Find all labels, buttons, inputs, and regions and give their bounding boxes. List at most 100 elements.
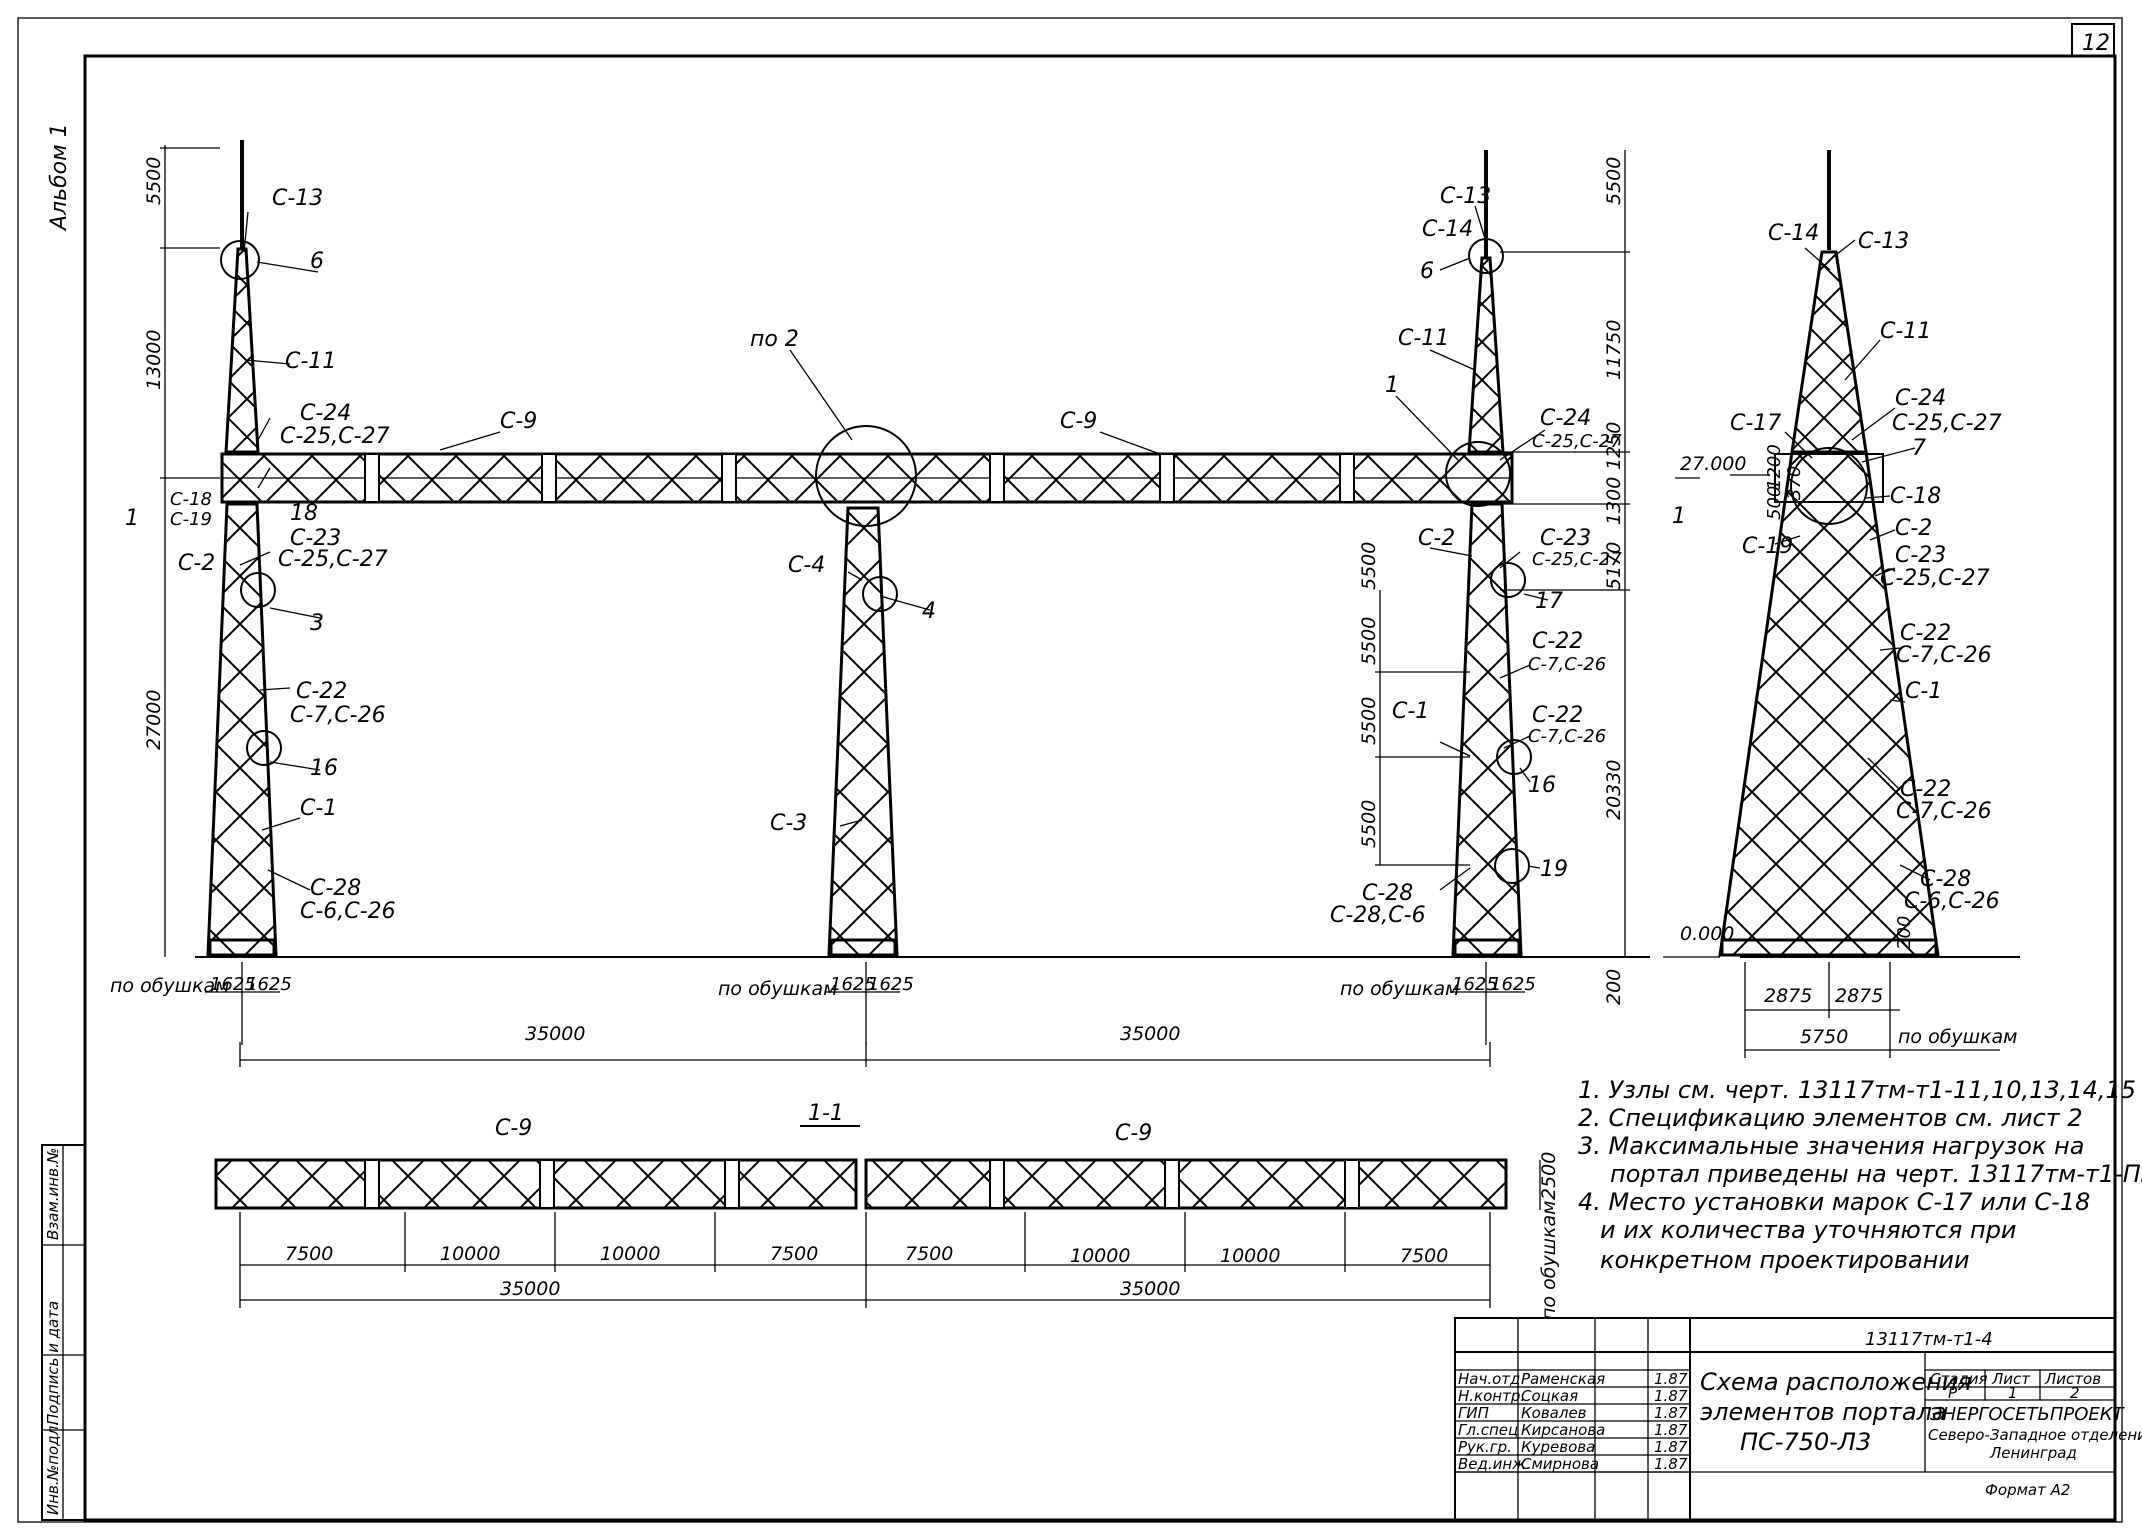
lbl-side-c13: С-13	[1858, 229, 1909, 254]
section-beam	[214, 1158, 1508, 1210]
tb-role-1: Нач.отд	[1458, 1370, 1520, 1388]
dim-sec-35000-right: 35000	[1120, 1278, 1180, 1300]
lbl-side-c25c27b: С-25,С-27	[1880, 566, 1990, 591]
lbl-right-c14: С-14	[1422, 217, 1473, 242]
dim-right-1300: 1300	[1603, 477, 1625, 525]
tb-date-1: 1.87	[1654, 1370, 1688, 1388]
lbl-right-c7c26b: С-7,С-26	[1528, 726, 1606, 747]
side-tower	[1718, 150, 1940, 957]
album-label: Альбом 1	[47, 123, 72, 232]
lbl-right-c2: С-2	[1418, 526, 1455, 551]
dimension-texts: 5500 13000 27000 5500 11750 1250 1300 51…	[110, 157, 2018, 1320]
middle-tower	[815, 425, 917, 957]
dim-mid-1625a: 1625	[830, 974, 876, 995]
dim-right-1625a: 1625	[1452, 974, 1498, 995]
tb-name-4: Кирсанова	[1521, 1421, 1605, 1439]
lbl-left-c22: С-22	[296, 679, 347, 704]
lbl-left-c24: С-24	[300, 401, 351, 426]
lbl-left-c13: С-13	[272, 186, 323, 211]
lbl-side-c25c27: С-25,С-27	[1892, 411, 2002, 436]
note-3b: портал приведены на черт. 13117тм-т1-П3л…	[1610, 1160, 2142, 1188]
lbl-side-c7c26a: С-7,С-26	[1896, 643, 1992, 668]
dim-span-35000-right: 35000	[1120, 1023, 1180, 1045]
tb-title-3: ПС-750-Л3	[1740, 1428, 1871, 1456]
dim-right-1625b: 1625	[1490, 974, 1536, 995]
dim-side-po-obushkam: по обушкам	[1898, 1026, 2018, 1048]
dim-right-20330: 20330	[1603, 760, 1625, 820]
lbl-left-c11: С-11	[285, 349, 336, 374]
lbl-left-node16: 16	[310, 756, 338, 781]
lbl-side-c7c26b: С-7,С-26	[1896, 799, 1992, 824]
tb-title-2: элементов портала	[1700, 1398, 1947, 1426]
lbl-left-c2: С-2	[178, 551, 215, 576]
lbl-right-c1: С-1	[1392, 699, 1429, 724]
lbl-left-node18: 18	[290, 501, 318, 526]
tb-date-5: 1.87	[1654, 1438, 1688, 1456]
dim-mid-1625b: 1625	[868, 974, 914, 995]
note-4c: конкретном проектировании	[1600, 1246, 1970, 1274]
dim-sec-7500-a: 7500	[285, 1243, 333, 1265]
lbl-left-c25c27: С-25,С-27	[280, 424, 390, 449]
dim-r2-5500: 5500	[1358, 617, 1380, 665]
lbl-side-c1: С-1	[1905, 679, 1942, 704]
dim-right-5500: 5500	[1603, 157, 1625, 205]
section-marker-right: 1	[1672, 504, 1686, 529]
inner-frame	[83, 54, 2117, 1522]
dim-sec-35000-left: 35000	[500, 1278, 560, 1300]
lbl-mid-c3: С-3	[770, 811, 807, 836]
tb-name-2: Соцкая	[1521, 1387, 1578, 1405]
lbl-side-c23: С-23	[1895, 543, 1946, 568]
lbl-left-node6: 6	[310, 249, 324, 274]
lbl-side-c2: С-2	[1895, 516, 1932, 541]
dim-sec-10000-d: 10000	[1220, 1245, 1280, 1267]
tb-role-2: Н.контр.	[1458, 1387, 1525, 1405]
note-2: 2. Спецификацию элементов см. лист 2	[1578, 1104, 2083, 1132]
stamp-inv: Инв.№подл.	[44, 1421, 62, 1515]
lbl-left-c23: С-23	[290, 526, 341, 551]
lbl-right-c28: С-28	[1362, 881, 1413, 906]
dim-side-370: 370	[1784, 466, 1805, 500]
dim-side-2875b: 2875	[1835, 985, 1883, 1007]
leader-lines	[239, 205, 1931, 891]
dim-right-200: 200	[1603, 969, 1625, 1005]
lbl-left-c19: С-19	[170, 509, 212, 530]
lbl-side-c14: С-14	[1768, 221, 1819, 246]
dim-sec-7500-b: 7500	[770, 1243, 818, 1265]
dim-right-1250: 1250	[1603, 422, 1625, 470]
lbl-left-c25c27b: С-25,С-27	[278, 547, 388, 572]
tb-sheets-h: Листов	[2044, 1370, 2101, 1388]
tb-org-sub1: Северо-Западное отделение	[1928, 1426, 2142, 1444]
lbl-side-c24: С-24	[1895, 386, 1946, 411]
lbl-sec-c9-left: С-9	[495, 1116, 532, 1141]
lbl-right-c25c27b: С-25,С-27	[1532, 549, 1622, 570]
tb-date-3: 1.87	[1654, 1404, 1688, 1422]
dim-r1-5500: 5500	[1358, 542, 1380, 590]
lbl-left-c1: С-1	[300, 796, 337, 821]
lbl-right-c13: С-13	[1440, 184, 1491, 209]
lbl-side-c11: С-11	[1880, 319, 1931, 344]
tb-title-1: Схема расположения	[1700, 1368, 1972, 1396]
lbl-side-c22a: С-22	[1900, 621, 1951, 646]
dim-left-po-obushkam: по обушкам	[110, 975, 230, 997]
dim-sec-10000-a: 10000	[440, 1243, 500, 1265]
tb-org-sub2: Ленинград	[1989, 1444, 2077, 1462]
lbl-left-c6c26: С-6,С-26	[300, 899, 396, 924]
lbl-right-node17: 17	[1535, 589, 1563, 614]
lbl-right-node6: 6	[1420, 259, 1434, 284]
dim-right-11750: 11750	[1603, 320, 1625, 380]
lbl-right-c22b: С-22	[1532, 703, 1583, 728]
tb-name-6: Смирнова	[1521, 1455, 1599, 1473]
lbl-side-c18: С-18	[1890, 484, 1941, 509]
tb-date-6: 1.87	[1654, 1455, 1688, 1473]
lbl-right-c28c6: С-28,С-6	[1330, 903, 1426, 928]
dim-side-500: 500	[1764, 486, 1785, 520]
tb-org: ЭНЕРГОСЕТЬПРОЕКТ	[1929, 1404, 2126, 1425]
lbl-section-title: 1-1	[808, 1101, 844, 1126]
dim-side-200: 200	[1894, 916, 1915, 950]
dim-left-5500: 5500	[143, 157, 165, 205]
dim-sec-10000-b: 10000	[600, 1243, 660, 1265]
lbl-side-node7: 7	[1912, 436, 1926, 461]
right-tower	[1445, 150, 1532, 957]
tb-date-4: 1.87	[1654, 1421, 1688, 1439]
dim-mid-po-obushkam: по обушкам	[718, 978, 838, 1000]
